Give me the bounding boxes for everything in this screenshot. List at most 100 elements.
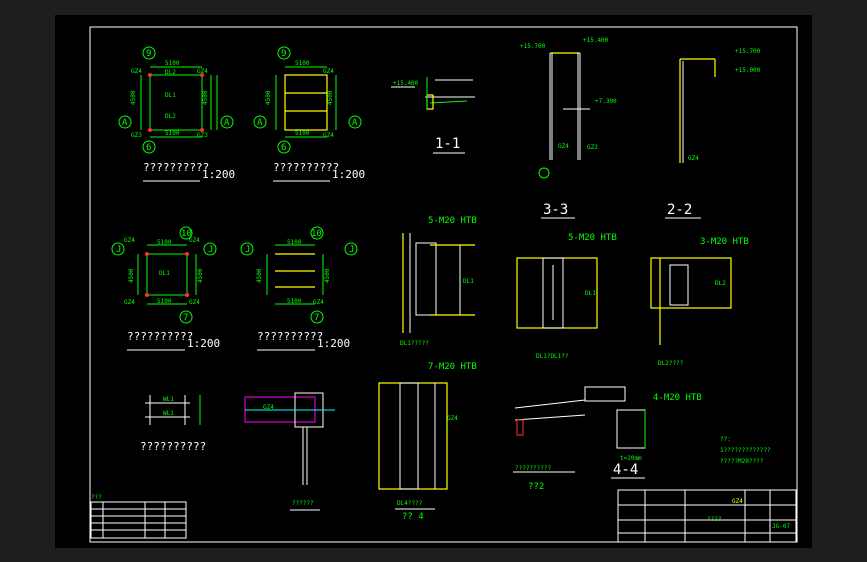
- d3-caption: DL2????: [658, 360, 684, 367]
- d2-caption: DL1?DL1??: [536, 353, 569, 360]
- d1-bolt: 5-M20 HTB: [428, 216, 477, 226]
- s22-elev-top: +15.700: [735, 48, 761, 55]
- title-block: ???? GZ4 JG-07: [617, 489, 797, 543]
- notes-line-1: 1?????????????: [720, 447, 771, 454]
- s44-title: 4-4: [613, 462, 638, 478]
- plan1-axis-right: A: [224, 118, 230, 128]
- plan3-dim-left: 4500: [128, 268, 135, 283]
- plan2-axis-left: A: [257, 118, 263, 128]
- d4-bolt: 7-M20 HTB: [428, 362, 477, 372]
- d2-bolt: 5-M20 HTB: [568, 233, 617, 243]
- detail-6: ?????????? ??2: [513, 386, 626, 492]
- plan1-col-tr: GZ4: [197, 68, 208, 75]
- plan1-dim-bottom: 5100: [165, 130, 180, 137]
- section-2-2: +15.700 +15.000 GZ4 2-2: [665, 48, 761, 219]
- s22-elev-low: +15.000: [735, 67, 761, 74]
- section-1-1: +15.400 1-1: [391, 77, 475, 154]
- plan1-axis-bottom: 6: [146, 143, 151, 153]
- plan4-axis-right: J: [349, 245, 354, 255]
- plan3-axis-left: J: [116, 245, 121, 255]
- s33-column-2: GZ2: [587, 144, 598, 151]
- plan4-scale: 1:200: [317, 337, 350, 350]
- s33-elev-low: +7.300: [595, 98, 617, 105]
- d4-sub: DL4????: [397, 500, 423, 507]
- s44-bolt: 4-M20 HTB: [653, 393, 702, 403]
- tb-project: ????: [707, 516, 722, 523]
- plan1-col-tl: GZ4: [131, 68, 142, 75]
- s33-elev-top: +15.700: [520, 43, 546, 50]
- plan1-dim-top: 5100: [165, 60, 180, 67]
- d1-caption: DL1?????: [400, 340, 429, 347]
- plan4-dim-left: 4500: [256, 268, 263, 283]
- d5-label: GZ4: [263, 404, 274, 411]
- s33-column: GZ4: [558, 143, 569, 150]
- plan1-scale: 1:200: [202, 168, 235, 181]
- plan3-axis-top: 10: [181, 229, 192, 239]
- plan1-title: ??????????: [143, 161, 209, 174]
- plan4-title: ??????????: [257, 330, 323, 343]
- drawing-frame: 9 6 A A 5100 5100 4500 4500 DL2 DL1 DL2 …: [55, 15, 812, 548]
- plan2-col-tr: GZ4: [323, 68, 334, 75]
- plan3-dim-right: 4500: [197, 268, 204, 283]
- d1-dim: DL1: [463, 278, 474, 285]
- s22-title: 2-2: [667, 202, 692, 218]
- plan3-dim-top: 5100: [157, 239, 172, 246]
- d6-sub: ??2: [528, 482, 544, 492]
- plan5-beam-1: WL1: [163, 396, 174, 403]
- notes-head: ??:: [720, 436, 731, 443]
- plan5-beam-2: WL1: [163, 410, 174, 417]
- plan1-beam-bottom: DL2: [165, 113, 176, 120]
- sheet-border: [89, 26, 798, 543]
- plan2-dim-left: 4500: [265, 90, 272, 105]
- d2-dim: DL1: [585, 290, 596, 297]
- plan-2: 9 6 A A 5100 5100 4500 4500 GZ4 GZ4 ????…: [253, 46, 365, 182]
- notes-line-2: ?????M20????: [720, 458, 764, 465]
- plan1-axis-left: A: [122, 118, 128, 128]
- s33-title: 3-3: [543, 202, 568, 218]
- plan1-beam-top: DL2: [165, 69, 176, 76]
- plan1-col-bl: GZ3: [131, 132, 142, 139]
- plan3-dim-bottom: 5100: [157, 298, 172, 305]
- section-3-3: +15.700 +15.400 +7.300 GZ4 GZ2 3-3: [520, 37, 617, 219]
- plan3-col-br: GZ4: [189, 299, 200, 306]
- d3-dim: DL2: [715, 280, 726, 287]
- plan1-dim-left: 4500: [130, 90, 137, 105]
- section-4-4: 4-M20 HTB t=20mm 4-4: [611, 393, 702, 479]
- plan2-scale: 1:200: [332, 168, 365, 181]
- plan4-col-br: GZ4: [313, 299, 324, 306]
- plan4-axis-bottom: 7: [314, 313, 319, 323]
- d4-caption: ?? 4: [402, 512, 424, 522]
- plan3-col-tr: GZ4: [189, 237, 200, 244]
- plan3-scale: 1:200: [187, 337, 220, 350]
- tb-drawing: JG-07: [772, 523, 790, 530]
- plan-5: WL1 WL1 ??????????: [140, 395, 206, 453]
- detail-dl1-dl1: 5-M20 HTB DL1 DL1?DL1??: [516, 233, 617, 360]
- plan2-axis-top: 9: [281, 49, 286, 59]
- plan-4: 10 7 J J 5100 5100 4500 4500 GZ4 ???????…: [240, 226, 358, 351]
- plan1-dim-right: 4500: [202, 90, 209, 105]
- s11-elevation: +15.400: [393, 80, 419, 87]
- plan3-col-bl: GZ4: [124, 299, 135, 306]
- plan4-dim-right: 4500: [324, 268, 331, 283]
- d4-dim: GZ4: [447, 415, 458, 422]
- plan2-dim-right: 4500: [327, 90, 334, 105]
- plan2-axis-bottom: 6: [281, 143, 286, 153]
- d3-bolt: 3-M20 HTB: [700, 237, 749, 247]
- plan3-title: ??????????: [127, 330, 193, 343]
- plan3-axis-right: J: [208, 245, 213, 255]
- notes: ??: 1????????????? ?????M20????: [720, 436, 771, 465]
- legend-head: ???: [91, 494, 102, 501]
- plan1-axis-top: 9: [146, 49, 151, 59]
- s22-column: GZ4: [688, 155, 699, 162]
- plan5-title: ??????????: [140, 440, 206, 453]
- plan3-beam: DL1: [159, 270, 170, 277]
- detail-column: GZ4 ??????: [244, 392, 335, 511]
- plan1-beam-mid: DL1: [165, 92, 176, 99]
- detail-dl1-end: 5-M20 HTB DL1 DL1?????: [400, 216, 477, 347]
- plan-1: 9 6 A A 5100 5100 4500 4500 DL2 DL1 DL2 …: [118, 46, 235, 182]
- plan-3: 10 7 J J 5100 5100 4500 4500 GZ4 GZ4 DL1…: [111, 226, 220, 351]
- legend-table: ???: [90, 494, 187, 539]
- plan1-col-br: GZ3: [197, 132, 208, 139]
- d6-caption: ??????????: [515, 465, 552, 472]
- plan2-col-br: GZ4: [323, 132, 334, 139]
